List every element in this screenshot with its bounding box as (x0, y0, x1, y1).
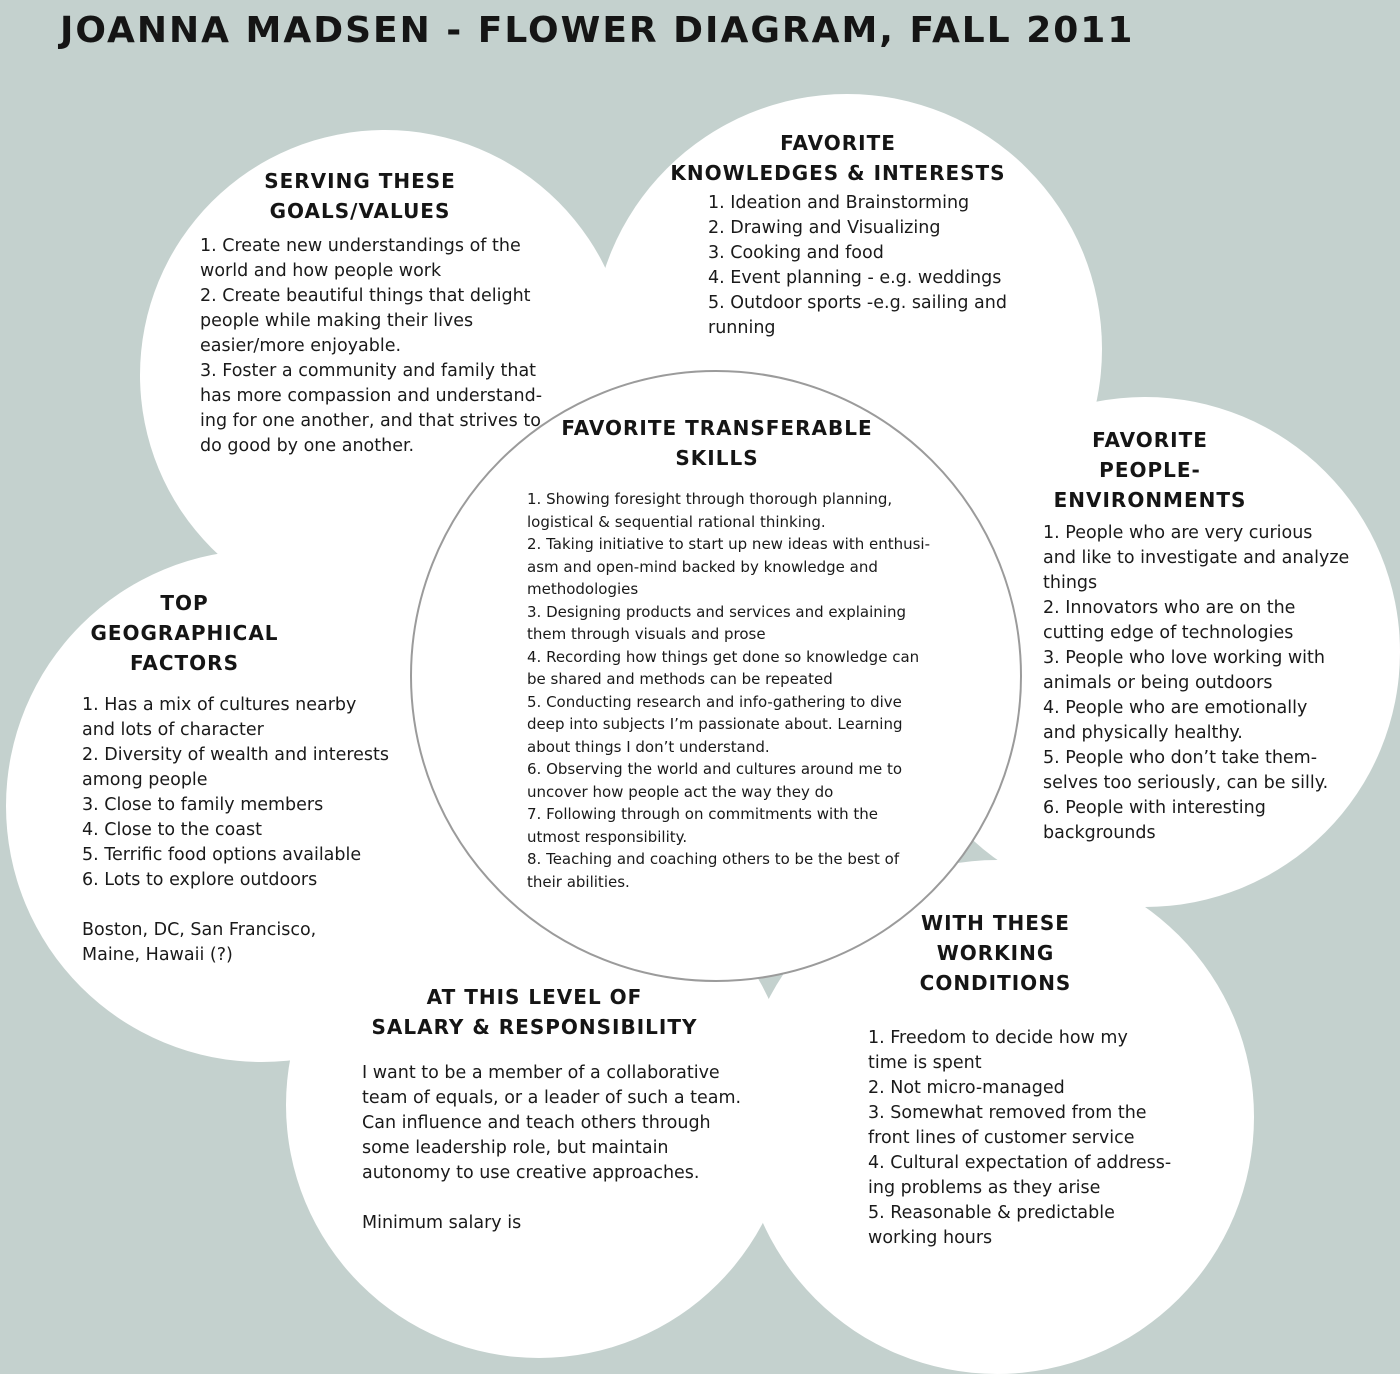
list-item: animals or being outdoors (1043, 673, 1273, 693)
list-item: 1. Freedom to decide how my (868, 1028, 1128, 1048)
list-item: 3. Close to family members (82, 795, 324, 815)
list-item: 3. Designing products and services and e… (527, 602, 906, 621)
list-item: 2. Not micro-managed (868, 1078, 1065, 1098)
list-item: 4. People who are emotionally (1043, 698, 1308, 718)
list-item: 6. Lots to explore outdoors (82, 870, 318, 890)
list-item: 1. Create new understandings of the (200, 236, 521, 256)
list-item: utmost responsibility. (527, 827, 688, 846)
salary-responsibility-heading: AT THIS LEVEL OF SALARY & RESPONSIBILITY (371, 985, 698, 1039)
list-item: be shared and methods can be repeated (527, 670, 833, 688)
list-item: them through visuals and prose (527, 625, 766, 643)
list-item: 4. Close to the coast (82, 820, 262, 840)
knowledges-interests-list: 1. Ideation and Brainstorming 2. Drawing… (708, 191, 1008, 341)
transferable-skills-list: 1. Showing foresight through thorough pl… (527, 488, 957, 893)
list-item: 3. Somewhat removed from the (868, 1103, 1147, 1123)
list-item: and physically healthy. (1043, 723, 1243, 743)
list-item: and like to investigate and analyze (1043, 548, 1350, 568)
list-item: 3. Foster a community and family that (200, 361, 537, 381)
list-item: 1. People who are very curious (1043, 523, 1313, 543)
list-item: 1. Has a mix of cultures nearby (82, 695, 357, 715)
list-item: 2. Innovators who are on the (1043, 598, 1296, 618)
people-environments-heading: FAVORITE PEOPLE-ENVIRONMENTS (1053, 428, 1247, 512)
geographical-factors-heading: TOP GEOGRAPHICAL FACTORS (90, 591, 279, 675)
list-item: 4. Recording how things get done so know… (527, 647, 920, 666)
people-environments-list: 1. People who are very curious and like … (1043, 521, 1358, 846)
list-item: deep into subjects I’m passionate about.… (527, 715, 903, 733)
list-item: world and how people work (200, 261, 442, 281)
list-item: has more compassion and understand- (200, 386, 543, 406)
list-item: 5. Outdoor sports -e.g. sailing and (708, 293, 1007, 313)
list-item: 6. People with interesting (1043, 798, 1266, 818)
list-item: working hours (868, 1228, 993, 1248)
geographical-factors-section: TOP GEOGRAPHICAL FACTORS 1. Has a mix of… (82, 588, 402, 968)
goals-values-list: 1. Create new understandings of the worl… (200, 234, 555, 459)
list-item: their abilities. (527, 872, 630, 891)
list-item: 2. Taking initiative to start up new ide… (527, 535, 931, 553)
list-item: 2. Drawing and Visualizing (708, 218, 941, 238)
list-item: 5. Terrific food options available (82, 845, 362, 865)
preferred-places: Boston, DC, San Francisco, Maine, Hawaii… (82, 920, 317, 965)
list-item: about things I don’t understand. (527, 737, 770, 756)
list-item: things (1043, 573, 1098, 593)
list-item: 1. Ideation and Brainstorming (708, 193, 970, 213)
list-item: selves too seriously, can be silly. (1043, 773, 1329, 793)
salary-responsibility-section: AT THIS LEVEL OF SALARY & RESPONSIBILITY… (362, 982, 742, 1236)
knowledges-interests-heading: FAVORITE KNOWLEDGES & INTERESTS (670, 131, 1006, 185)
list-item: ing problems as they arise (868, 1178, 1101, 1198)
list-item: people while making their lives (200, 311, 474, 331)
list-item: 5. Reasonable & predictable (868, 1203, 1115, 1223)
salary-responsibility-text: I want to be a member of a collaborative… (362, 1063, 742, 1183)
list-item: 4. Event planning - e.g. weddings (708, 268, 1002, 288)
list-item: 6. Observing the world and cultures arou… (527, 760, 903, 778)
center-transferable-skills (410, 370, 1022, 982)
list-item: 7. Following through on commitments with… (527, 805, 878, 823)
list-item: time is spent (868, 1053, 982, 1073)
list-item: asm and open-mind backed by knowledge an… (527, 557, 878, 576)
list-item: front lines of customer service (868, 1128, 1135, 1148)
list-item: ing for one another, and that strives to (200, 411, 541, 431)
goals-values-heading: SERVING THESE GOALS/VALUES (264, 169, 456, 223)
list-item: 1. Showing foresight through thorough pl… (527, 490, 893, 508)
list-item: and lots of character (82, 720, 264, 740)
minimum-salary: Minimum salary is (362, 1213, 522, 1233)
working-conditions-heading: WITH THESE WORKING CONDITIONS (919, 911, 1072, 995)
transferable-skills-heading: FAVORITE TRANSFERABLE SKILLS (561, 416, 873, 470)
list-item: backgrounds (1043, 823, 1156, 843)
list-item: methodologies (527, 580, 639, 598)
list-item: 2. Create beautiful things that delight (200, 286, 531, 306)
page-title: JOANNA MADSEN - FLOWER DIAGRAM, FALL 201… (60, 10, 1135, 51)
list-item: among people (82, 770, 208, 790)
people-environments-section: FAVORITE PEOPLE-ENVIRONMENTS 1. People w… (1043, 425, 1358, 846)
list-item: 5. Conducting research and info-gatherin… (527, 692, 902, 711)
list-item: 5. People who don’t take them- (1043, 748, 1318, 768)
working-conditions-section: WITH THESE WORKING CONDITIONS 1. Freedom… (868, 908, 1178, 1251)
list-item: running (708, 318, 776, 338)
geographical-factors-list: 1. Has a mix of cultures nearby and lots… (82, 693, 402, 893)
list-item: do good by one another. (200, 436, 415, 456)
working-conditions-list: 1. Freedom to decide how my time is spen… (868, 1026, 1178, 1251)
list-item: 3. Cooking and food (708, 243, 884, 263)
knowledges-interests-section: FAVORITE KNOWLEDGES & INTERESTS 1. Ideat… (670, 128, 1008, 341)
transferable-skills-section: FAVORITE TRANSFERABLE SKILLS 1. Showing … (527, 413, 957, 893)
goals-values-section: SERVING THESE GOALS/VALUES 1. Create new… (200, 166, 555, 459)
list-item: uncover how people act the way they do (527, 782, 834, 801)
list-item: 4. Cultural expectation of address- (868, 1153, 1172, 1173)
list-item: easier/more enjoyable. (200, 336, 402, 356)
list-item: cutting edge of technologies (1043, 623, 1294, 643)
list-item: 2. Diversity of wealth and interests (82, 745, 390, 765)
list-item: 8. Teaching and coaching others to be th… (527, 850, 900, 868)
list-item: logistical & sequential rational thinkin… (527, 512, 826, 531)
list-item: 3. People who love working with (1043, 648, 1325, 668)
